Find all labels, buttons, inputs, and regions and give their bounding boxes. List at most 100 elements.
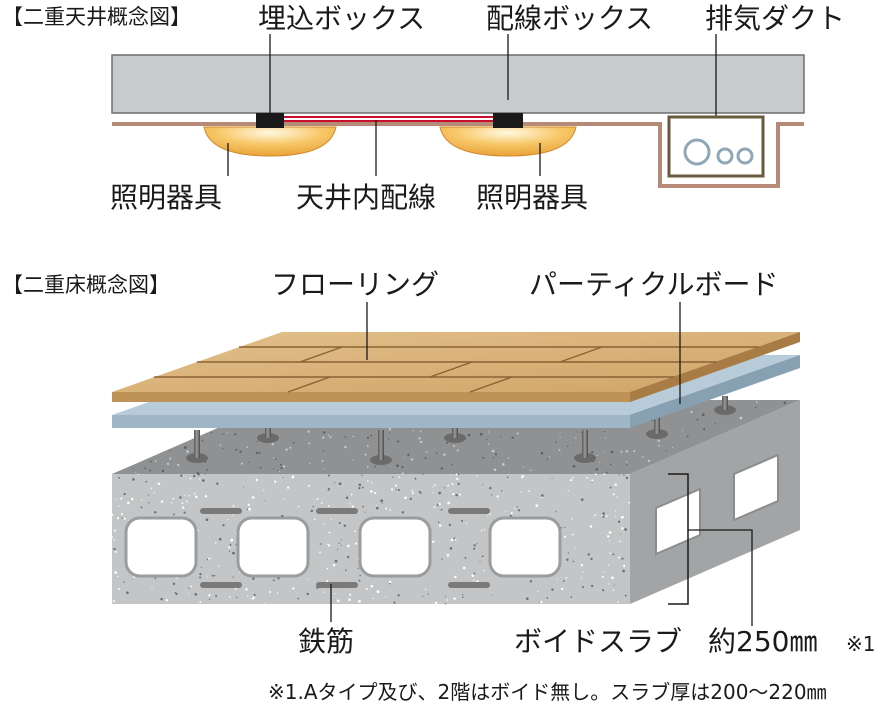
speckle xyxy=(206,575,208,577)
speckle xyxy=(321,459,324,462)
speckle xyxy=(328,531,331,534)
speckle xyxy=(396,440,400,443)
wiring-box xyxy=(493,113,523,128)
speckle xyxy=(690,410,693,414)
speckle xyxy=(390,488,394,491)
speckle xyxy=(619,540,621,543)
exhaust-duct xyxy=(667,115,765,178)
speckle xyxy=(571,477,574,479)
speckle xyxy=(615,510,617,512)
flooring-planks xyxy=(154,346,759,393)
speckle xyxy=(714,422,717,424)
side-void-hole xyxy=(655,487,701,556)
void-slab-leader xyxy=(688,529,753,626)
speckle xyxy=(618,556,621,559)
speckle xyxy=(248,461,250,464)
speckle xyxy=(214,541,217,544)
speckle xyxy=(322,450,324,452)
speckle xyxy=(457,473,460,476)
speckle xyxy=(783,401,787,405)
speckle xyxy=(197,529,199,532)
speckle xyxy=(601,514,603,517)
speckle xyxy=(326,567,329,570)
speckle xyxy=(608,540,610,542)
speckle xyxy=(216,482,219,486)
speckle xyxy=(141,499,143,501)
speckle xyxy=(345,569,347,571)
speckle xyxy=(380,499,384,503)
speckle xyxy=(609,552,611,554)
speckle xyxy=(580,564,583,567)
speckle xyxy=(529,469,531,472)
speckle xyxy=(147,494,150,496)
ceiling-board-line xyxy=(112,122,804,188)
speckle xyxy=(486,439,488,441)
speckle xyxy=(473,544,476,547)
speckle xyxy=(344,445,347,449)
void-hole xyxy=(236,516,310,578)
duct-pipe-mid xyxy=(716,147,734,165)
speckle xyxy=(149,469,151,472)
speckle xyxy=(617,520,621,523)
speckle xyxy=(243,486,245,488)
speckle xyxy=(362,505,364,508)
speckle xyxy=(113,538,116,541)
speckle xyxy=(623,474,625,476)
exhaust-duct-label: 排気ダクト xyxy=(705,2,845,35)
support-bolt xyxy=(370,430,392,465)
speckle xyxy=(520,491,523,493)
speckle xyxy=(454,538,457,541)
speckle xyxy=(286,486,290,489)
speckle xyxy=(624,594,627,597)
speckle xyxy=(510,512,513,515)
speckle xyxy=(452,492,455,496)
speckle xyxy=(200,566,203,569)
speckle xyxy=(491,449,495,453)
speckle xyxy=(283,465,286,468)
speckle xyxy=(192,474,196,478)
rebar xyxy=(316,582,358,588)
speckle xyxy=(487,443,490,446)
speckle xyxy=(370,434,373,437)
speckle xyxy=(256,440,258,443)
speckle xyxy=(564,526,566,528)
speckle xyxy=(334,559,338,563)
speckle xyxy=(338,522,341,524)
speckle xyxy=(487,431,490,433)
speckle xyxy=(397,594,400,597)
speckle xyxy=(247,595,249,597)
speckle xyxy=(500,436,502,438)
speckle xyxy=(446,441,448,444)
speckle xyxy=(307,578,309,580)
void-hole xyxy=(488,516,562,578)
speckle xyxy=(633,450,636,453)
speckle xyxy=(126,591,129,595)
support-bolts xyxy=(186,396,736,465)
support-bolt xyxy=(186,430,208,463)
footnote: ※1.Aタイプ及び、2階はボイド無し。スラブ厚は200〜220㎜ xyxy=(268,680,827,704)
speckle xyxy=(228,550,231,553)
speckle xyxy=(397,488,400,492)
speckle xyxy=(599,461,601,463)
speckle xyxy=(505,510,507,513)
speckle xyxy=(148,502,150,504)
speckle xyxy=(322,436,325,439)
speckle xyxy=(297,505,300,508)
speckle xyxy=(245,588,248,591)
speckle xyxy=(232,514,234,516)
speckle xyxy=(582,571,584,573)
speckle xyxy=(756,401,758,403)
particle-board-side xyxy=(630,355,800,428)
speckle xyxy=(274,480,277,483)
speckle xyxy=(327,489,330,491)
flooring-label: フローリング xyxy=(271,268,439,301)
speckle xyxy=(258,452,261,455)
speckle xyxy=(563,535,567,538)
speckle xyxy=(246,446,248,449)
speckle xyxy=(123,492,126,496)
speckle xyxy=(559,436,561,438)
speckle xyxy=(482,484,484,486)
particle-board-label: パーティクルボード xyxy=(529,268,778,301)
speckle xyxy=(351,505,354,508)
